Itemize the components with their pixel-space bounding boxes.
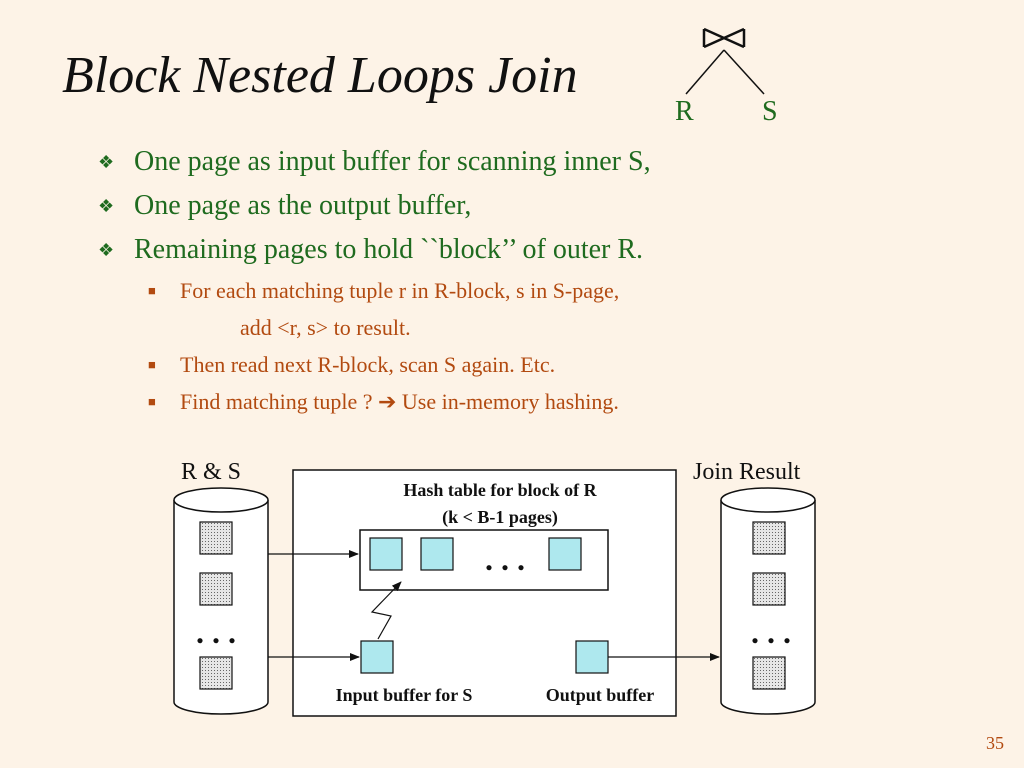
hash-table-page <box>369 537 403 571</box>
bullet-item: ❖ One page as the output buffer, <box>98 184 978 228</box>
hash-table-ellipsis: . . . <box>485 541 525 577</box>
tree-edge-right <box>723 49 765 95</box>
sub-bullet-text: Then read next R-block, scan S again. Et… <box>180 352 556 377</box>
join-tree <box>685 27 765 95</box>
disk-page <box>752 656 786 690</box>
bullet-text: Remaining pages to hold ``block’’ of out… <box>134 234 644 265</box>
sub-bullet-item: ■ For each matching tuple r in R-block, … <box>98 272 978 309</box>
disk-page <box>752 572 786 606</box>
main-memory-box <box>292 469 677 717</box>
bullet-item: ❖ One page as input buffer for scanning … <box>98 140 978 184</box>
hash-table-page <box>548 537 582 571</box>
output-buffer-page <box>575 640 609 674</box>
sub-bullet-item: ■ Find matching tuple ? ➔ Use in-memory … <box>98 383 978 420</box>
bowtie-join-icon <box>702 27 746 49</box>
left-disk-label: R & S <box>181 459 241 485</box>
diamond-bullet-icon: ❖ <box>98 152 115 172</box>
input-buffer-label: Input buffer for S <box>336 685 473 705</box>
disk-page <box>199 656 233 690</box>
page-number: 35 <box>986 733 1004 753</box>
disk-page <box>752 521 786 555</box>
slide-title: Block Nested Loops Join <box>62 47 578 104</box>
diamond-bullet-icon: ❖ <box>98 196 115 216</box>
sub-bullet-text: For each matching tuple r in R-block, s … <box>180 278 620 303</box>
hash-table-size-label: (k < B-1 pages) <box>442 507 558 528</box>
sub-bullet-continuation: add <r, s> to result. <box>98 309 978 346</box>
tree-leaf-s: S <box>762 96 778 127</box>
probe-lightning-arrow <box>370 581 402 640</box>
tree-edge-left <box>685 49 725 95</box>
hash-table-label: Hash table for block of R <box>403 480 597 500</box>
diamond-bullet-icon: ❖ <box>98 240 115 260</box>
right-disk-label: Join Result <box>693 459 801 485</box>
sub-bullet-item: ■ Then read next R-block, scan S again. … <box>98 346 978 383</box>
left-disk <box>173 487 269 715</box>
disk-page <box>199 572 233 606</box>
bullet-text: One page as input buffer for scanning in… <box>134 146 651 177</box>
sub-bullet-text: Use in-memory hashing. <box>396 389 619 414</box>
input-buffer-page <box>360 640 394 674</box>
bullet-item: ❖ Remaining pages to hold ``block’’ of o… <box>98 228 978 272</box>
bullet-text: One page as the output buffer, <box>134 190 472 221</box>
right-arrow-icon: ➔ <box>377 389 397 414</box>
bullet-list: ❖ One page as input buffer for scanning … <box>98 140 978 420</box>
square-bullet-icon: ■ <box>148 283 156 298</box>
right-disk <box>720 487 816 715</box>
output-buffer-label: Output buffer <box>546 685 655 705</box>
square-bullet-icon: ■ <box>148 357 156 372</box>
hash-table-page <box>420 537 454 571</box>
right-disk-ellipsis: . . . <box>751 614 791 650</box>
square-bullet-icon: ■ <box>148 394 156 409</box>
disk-page <box>199 521 233 555</box>
sub-bullet-text: Find matching tuple ? <box>180 389 378 414</box>
left-disk-ellipsis: . . . <box>196 614 236 650</box>
sub-bullet-text: add <r, s> to result. <box>240 315 411 340</box>
tree-leaf-r: R <box>675 96 694 127</box>
